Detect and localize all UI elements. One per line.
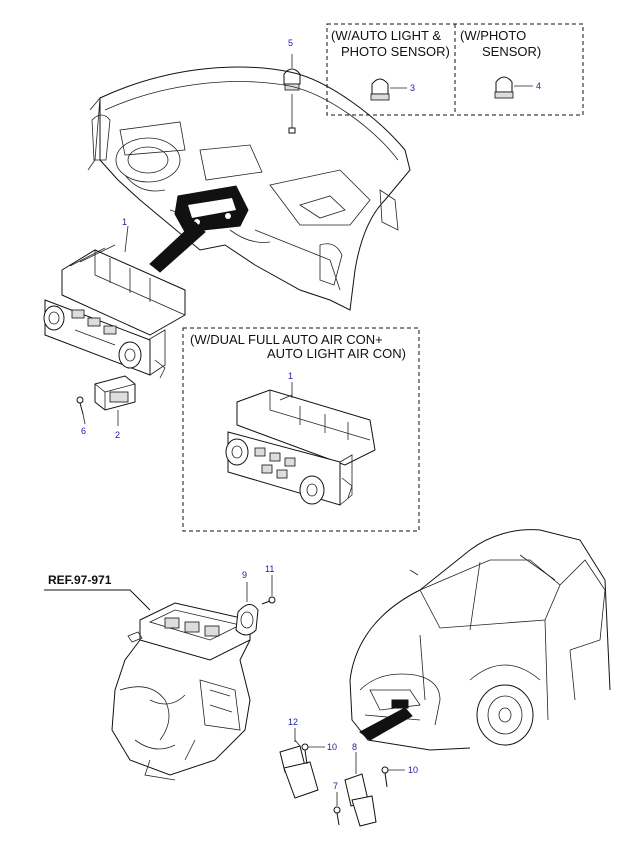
photo-label-line1: (W/PHOTO <box>460 28 526 43</box>
photo-sensor-part-4 <box>494 76 533 99</box>
callout-5: 5 <box>288 38 293 48</box>
screw-part-6 <box>76 396 86 425</box>
screw-part-11 <box>261 575 276 605</box>
callout-6: 6 <box>81 426 86 436</box>
leader-1-top <box>124 225 129 253</box>
callout-4: 4 <box>536 81 541 91</box>
callout-7: 7 <box>333 781 338 791</box>
switch-part-2 <box>94 375 136 426</box>
bracket-part-12 <box>279 728 319 799</box>
photo-label-line2: SENSOR) <box>482 44 541 59</box>
callout-9: 9 <box>242 570 247 580</box>
auto-light-label-line2: PHOTO SENSOR) <box>341 44 450 59</box>
reference-leader <box>44 589 151 611</box>
photo-sensor-part-5 <box>283 54 301 134</box>
vehicle-illustration <box>349 529 611 751</box>
callout-3: 3 <box>410 83 415 93</box>
sensor-part-8 <box>344 752 377 827</box>
heater-control-unit-dual <box>225 389 376 506</box>
heater-control-unit-1 <box>43 244 186 379</box>
option-box-auto-light <box>326 23 584 116</box>
callout-8: 8 <box>352 742 357 752</box>
callout-10-right: 10 <box>408 765 418 775</box>
reference-label: REF.97-971 <box>48 573 112 587</box>
auto-light-sensor-part-3 <box>370 78 407 101</box>
auto-light-label-line1: (W/AUTO LIGHT & <box>331 28 441 43</box>
callout-1-box: 1 <box>288 371 293 381</box>
screw-part-10-right <box>381 766 405 788</box>
heater-housing-assembly <box>111 602 251 781</box>
callout-12: 12 <box>288 717 298 727</box>
callout-10-left: 10 <box>327 742 337 752</box>
dual-label-line1: (W/DUAL FULL AUTO AIR CON+ <box>190 332 383 347</box>
callout-11: 11 <box>265 564 274 574</box>
option-box-dual-auto <box>182 327 420 532</box>
callout-2: 2 <box>115 430 120 440</box>
dashboard-illustration <box>87 66 411 311</box>
dual-label-line2: AUTO LIGHT AIR CON) <box>267 346 406 361</box>
sensor-part-9 <box>235 582 259 636</box>
callout-1-top: 1 <box>122 217 127 227</box>
screw-part-10-left <box>301 743 325 765</box>
screw-part-7 <box>333 792 341 826</box>
